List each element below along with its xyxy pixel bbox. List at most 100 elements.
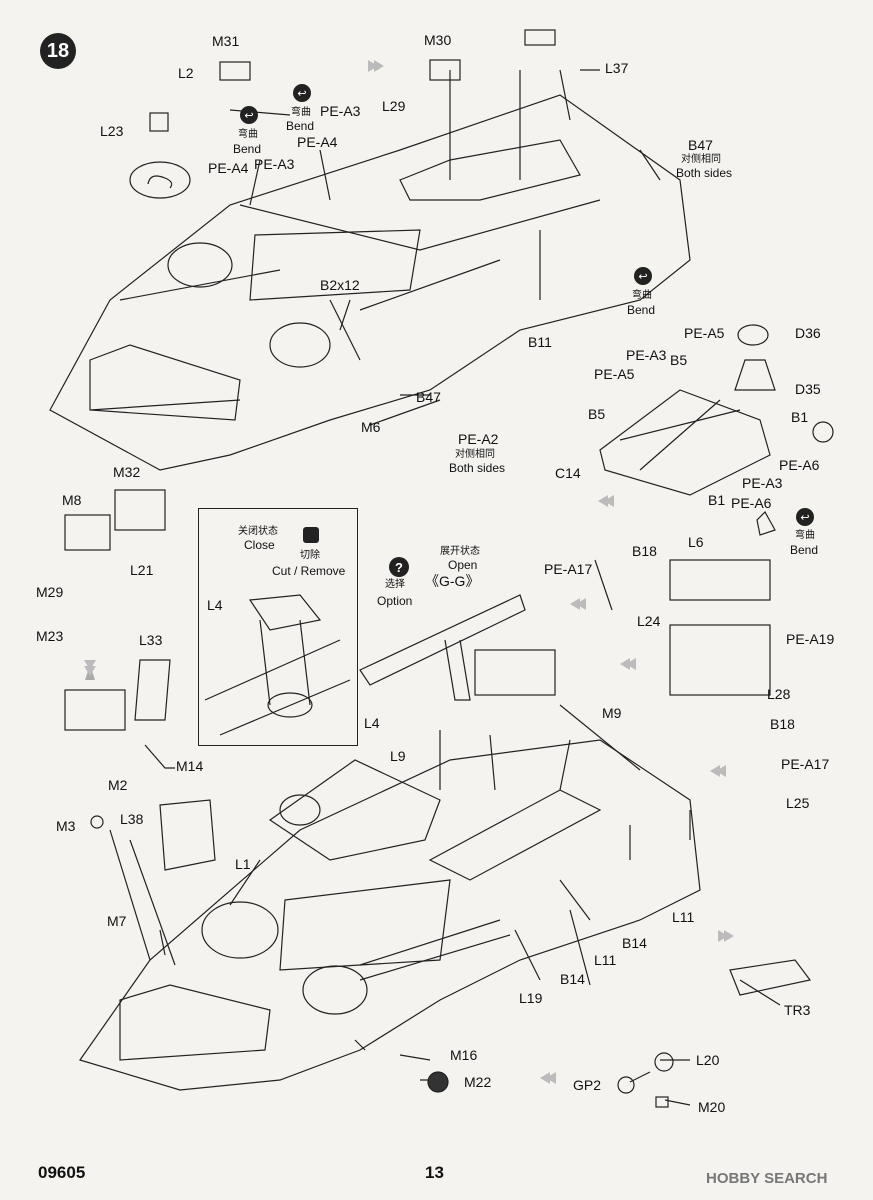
label-l6: L6 [688,534,704,550]
label-m16: M16 [450,1047,478,1063]
product-code: 09605 [38,1163,86,1182]
label-m6: M6 [361,419,381,435]
label-m22: M22 [464,1074,492,1090]
bend-icon: ↩ [796,508,814,526]
lower-hull [79,739,701,1091]
label-pe-a19: PE-A19 [786,631,835,647]
note-both-cn: 对侧相同 [455,449,495,460]
label-m32: M32 [113,464,141,480]
label-pe-a2: PE-A2 [458,431,499,447]
note-close-en: Close [244,538,275,552]
label-m30: M30 [424,32,452,48]
label-l1: L1 [235,856,251,872]
label-l2: L2 [178,65,194,81]
label-m14: M14 [176,758,204,774]
label-b47: B47 [416,389,441,405]
note-both-cn: 对侧相同 [681,154,721,165]
note-option-en: Option [377,594,413,608]
label-l4: L4 [207,597,223,613]
note-bend-cn: 弯曲 [632,290,652,301]
note-both-en: Both sides [676,166,733,180]
label-l9: L9 [390,748,406,764]
label-b18: B18 [632,543,657,559]
label-tr3: TR3 [784,1002,811,1018]
bend-icon: ↩ [293,84,311,102]
label-l37: L37 [605,60,629,76]
label-m7: M7 [107,913,127,929]
question-icon: ? [389,557,409,577]
label-m3: M3 [56,818,76,834]
label-l19: L19 [519,990,543,1006]
label-d36: D36 [795,325,821,341]
note-bend-cn: 弯曲 [238,129,258,140]
cut-icon [303,527,319,543]
label-pe-a6: PE-A6 [779,457,820,473]
note-bend-en: Bend [286,119,315,133]
label-pe-a3: PE-A3 [254,156,295,172]
bend-icon: ↩ [240,106,258,124]
label-l25: L25 [786,795,810,811]
label-l33: L33 [139,632,163,648]
label-pe-a3: PE-A3 [742,475,783,491]
label-l20: L20 [696,1052,720,1068]
label-l24: L24 [637,613,661,629]
label-d35: D35 [795,381,821,397]
label-b14: B14 [560,971,585,987]
label-m9: M9 [602,705,622,721]
label-l29: L29 [382,98,406,114]
note-bend-cn: 弯曲 [795,530,815,541]
label-m20: M20 [698,1099,726,1115]
label-m31: M31 [212,33,240,49]
note-close-cn: 关闭状态 [238,526,278,537]
label-c14: C14 [555,465,581,481]
label-pe-a5: PE-A5 [684,325,725,341]
label-l28: L28 [767,686,791,702]
label-b11: B11 [528,334,552,350]
note-bend-cn: 弯曲 [291,107,311,118]
note-open-en: Open [448,558,478,572]
label-gg: 《G-G》 [425,573,480,589]
step-number: 18 [40,33,76,69]
label-pe-a3: PE-A3 [320,103,361,119]
label-pe-a5: PE-A5 [594,366,635,382]
label-b2x12: B2x12 [320,277,360,293]
note-both-en: Both sides [449,461,506,475]
label-b18: B18 [770,716,795,732]
label-b1: B1 [791,409,809,425]
upper-hull [49,94,691,471]
page-number: 13 [425,1163,444,1182]
label-pe-a4: PE-A4 [208,160,249,176]
hatch-c14 [599,389,771,496]
label-pe-a17: PE-A17 [544,561,593,577]
bend-icon: ↩ [634,267,652,285]
label-m8: M8 [62,492,82,508]
label-m2: M2 [108,777,128,793]
note-open-cn: 展开状态 [440,546,480,557]
label-b14: B14 [622,935,647,951]
label-b5: B5 [670,352,688,368]
note-option-cn: 选择 [385,579,405,590]
label-l38: L38 [120,811,144,827]
label-l11: L11 [594,952,617,968]
label-l11: L11 [672,909,695,925]
note-cut-cn: 切除 [300,550,320,561]
label-pe-a3: PE-A3 [626,347,667,363]
label-b5: B5 [588,406,606,422]
label-b1: B1 [708,492,726,508]
option-inset [198,508,358,746]
note-bend-en: Bend [233,142,262,156]
note-bend-en: Bend [790,543,819,557]
note-bend-en: Bend [627,303,656,317]
label-pe-a17: PE-A17 [781,756,830,772]
label-m23: M23 [36,628,64,644]
label-gp2: GP2 [573,1077,602,1093]
label-b47-top: B47 [688,137,713,153]
label-m29: M29 [36,584,64,600]
label-l21: L21 [130,562,154,578]
label-pe-a6: PE-A6 [731,495,772,511]
label-l4: L4 [364,715,380,731]
label-pe-a4: PE-A4 [297,134,338,150]
note-cut-en: Cut / Remove [272,564,346,578]
watermark: HOBBY SEARCH [706,1170,828,1187]
